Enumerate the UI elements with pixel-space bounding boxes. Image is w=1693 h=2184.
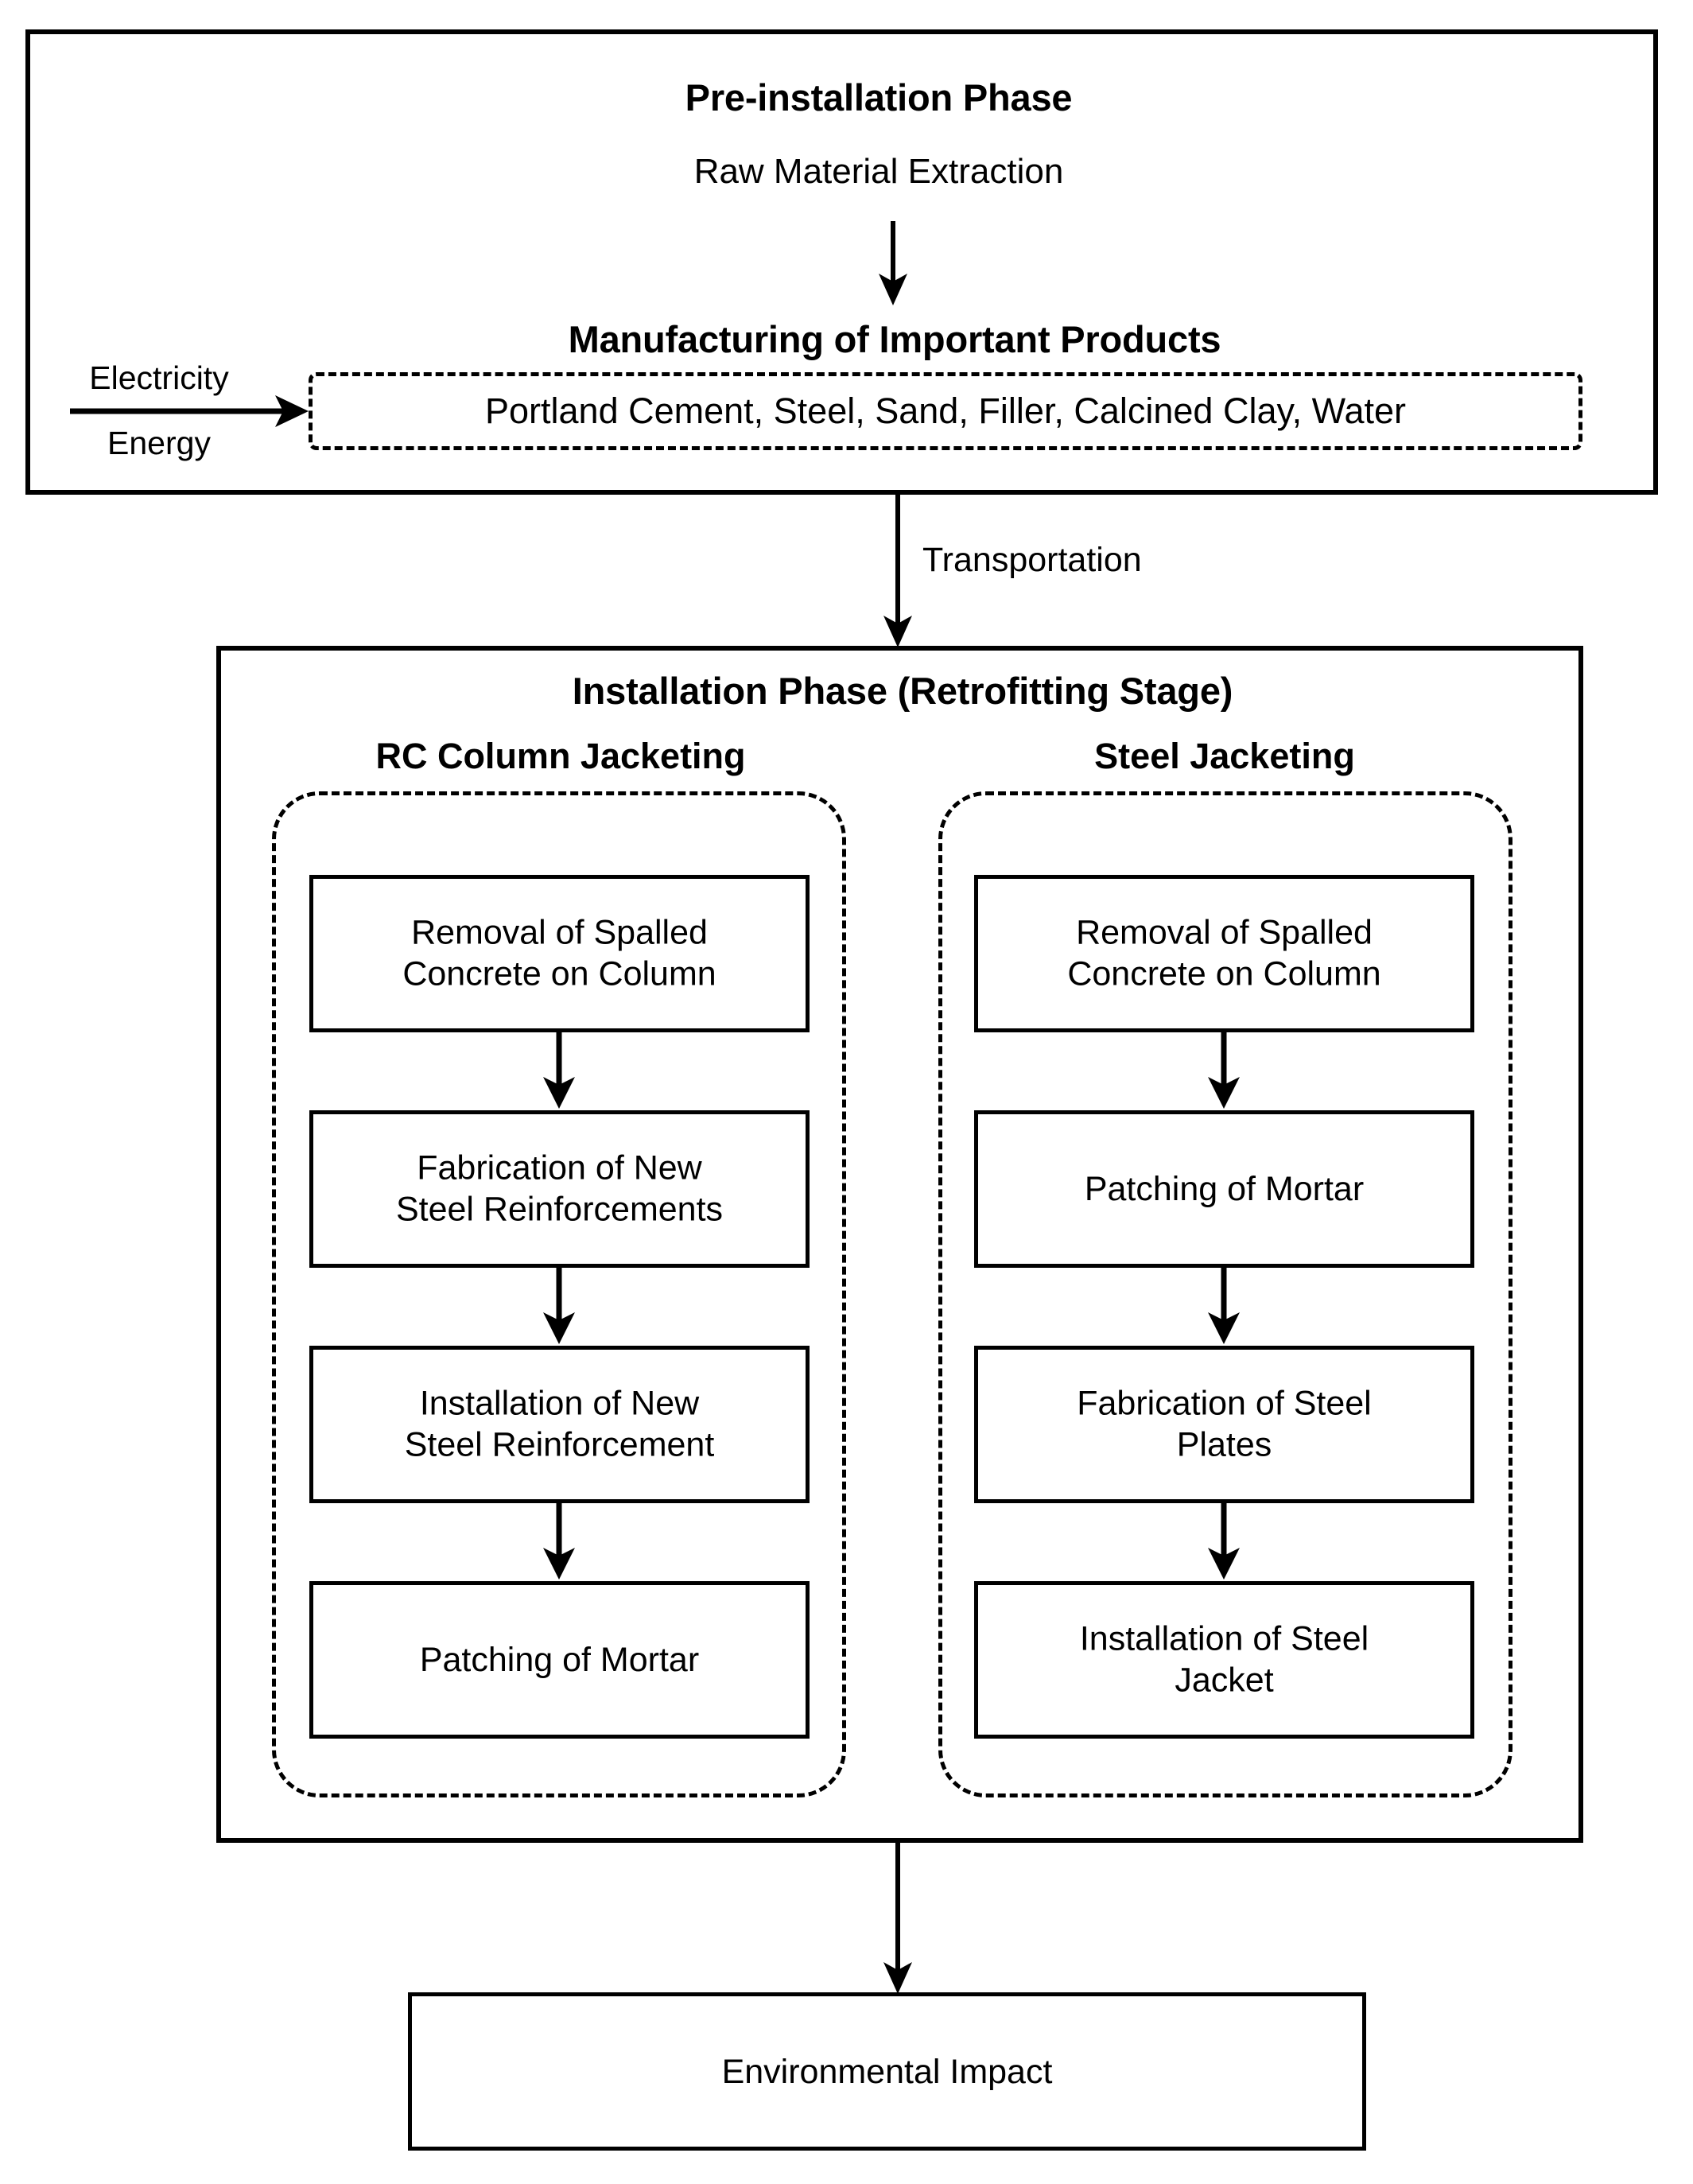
raw-material-extraction-label: Raw Material Extraction — [693, 152, 1064, 191]
transportation-label: Transportation — [922, 541, 1142, 579]
column-header-rc-column-jacketing: RC Column Jacketing — [375, 736, 746, 776]
pre-installation-phase-title: Pre-installation Phase — [685, 76, 1073, 119]
sj-step-4-label: Installation of Steel Jacket — [1079, 1619, 1369, 1700]
arrow-raw-to-manufacturing — [879, 221, 907, 305]
rc-column-jacketing-group — [272, 791, 846, 1797]
arrow-rc-step2-to-step3 — [543, 1268, 575, 1344]
arrow-rc-step3-to-step4 — [543, 1503, 575, 1580]
materials-list: Portland Cement, Steel, Sand, Filler, Ca… — [484, 391, 1406, 431]
arrow-transportation — [883, 495, 912, 647]
arrow-sj-step1-to-step2 — [1208, 1032, 1240, 1109]
column-header-steel-jacketing: Steel Jacketing — [1094, 736, 1355, 776]
sj-step-1-box[interactable]: Removal of Spalled Concrete on Column — [974, 875, 1474, 1032]
sj-step-2-label: Patching of Mortar — [1084, 1169, 1365, 1208]
arrow-rc-step1-to-step2 — [543, 1032, 575, 1109]
arrow-installation-to-impact — [883, 1843, 912, 1994]
sj-step-2-box[interactable]: Patching of Mortar — [974, 1110, 1474, 1268]
rc-step-3-label: Installation of New Steel Reinforcement — [404, 1384, 715, 1464]
rc-step-2-label: Fabrication of New Steel Reinforcements — [395, 1148, 724, 1229]
rc-step-2-box[interactable]: Fabrication of New Steel Reinforcements — [309, 1110, 810, 1268]
rc-step-3-box[interactable]: Installation of New Steel Reinforcement — [309, 1346, 810, 1503]
environmental-impact-label: Environmental Impact — [721, 2052, 1053, 2091]
arrow-sj-step3-to-step4 — [1208, 1503, 1240, 1580]
rc-step-4-box[interactable]: Patching of Mortar — [309, 1581, 810, 1739]
materials-dashed-box: Portland Cement, Steel, Sand, Filler, Ca… — [309, 372, 1582, 450]
arrow-sj-step2-to-step3 — [1208, 1268, 1240, 1344]
sj-step-3-box[interactable]: Fabrication of Steel Plates — [974, 1346, 1474, 1503]
steel-jacketing-group — [938, 791, 1512, 1797]
energy-label: Energy — [107, 425, 211, 461]
installation-phase-title: Installation Phase (Retrofitting Stage) — [572, 670, 1233, 712]
environmental-impact-box[interactable]: Environmental Impact — [408, 1992, 1366, 2151]
sj-step-1-label: Removal of Spalled Concrete on Column — [1067, 913, 1381, 993]
arrow-energy-input — [70, 395, 309, 427]
manufacturing-title: Manufacturing of Important Products — [568, 318, 1221, 360]
sj-step-3-label: Fabrication of Steel Plates — [1077, 1384, 1372, 1464]
rc-step-4-label: Patching of Mortar — [419, 1640, 700, 1679]
rc-step-1-box[interactable]: Removal of Spalled Concrete on Column — [309, 875, 810, 1032]
rc-step-1-label: Removal of Spalled Concrete on Column — [402, 913, 716, 993]
electricity-label: Electricity — [89, 359, 229, 396]
sj-step-4-box[interactable]: Installation of Steel Jacket — [974, 1581, 1474, 1739]
